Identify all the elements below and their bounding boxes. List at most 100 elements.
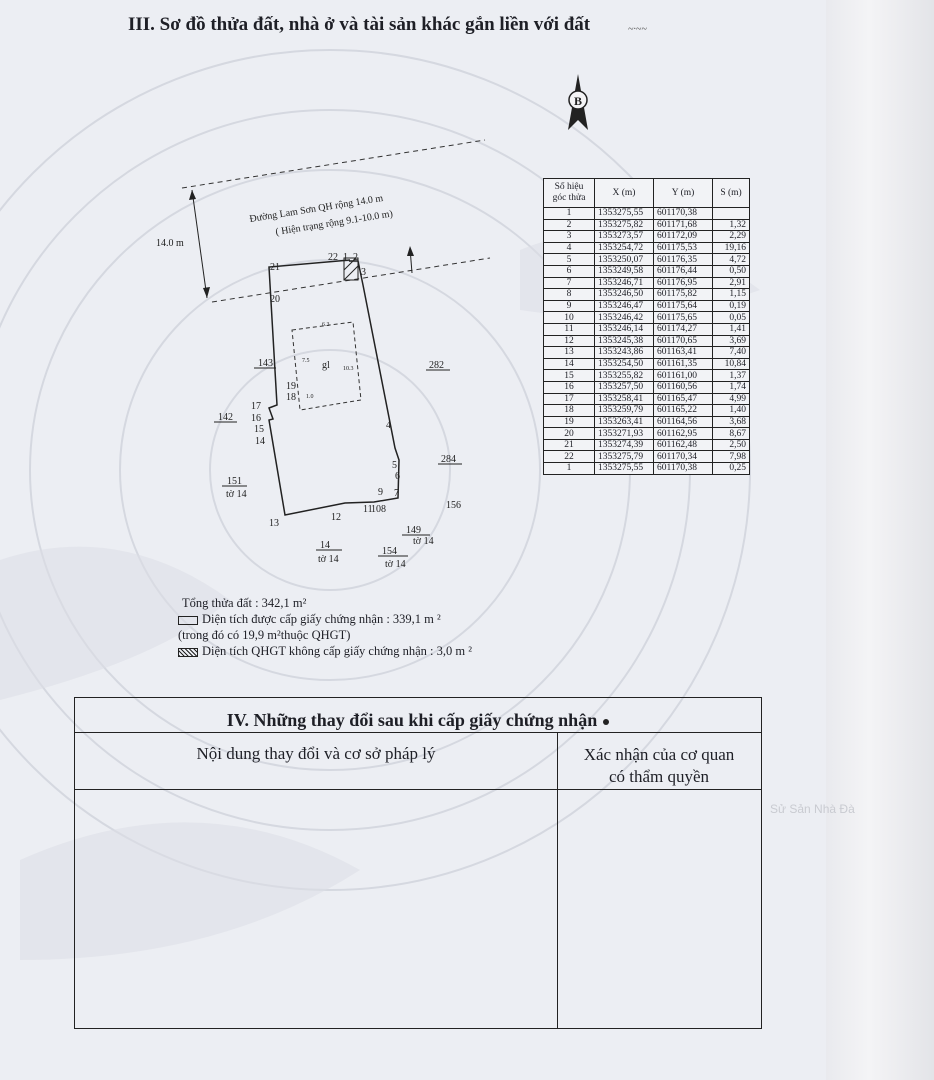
cell-x: 1353250,07 xyxy=(594,253,654,266)
cell-y: 601174,27 xyxy=(653,322,713,336)
cell-s: 1,40 xyxy=(712,404,750,417)
cell-point: 18 xyxy=(543,404,595,417)
point-3-label: 3 xyxy=(361,267,366,278)
point-18-label: 18 xyxy=(286,392,296,403)
cell-x: 1353254,50 xyxy=(594,357,654,371)
point-8-label: 8 xyxy=(381,504,386,515)
point-16-label: 16 xyxy=(251,413,261,424)
cell-s: 8,67 xyxy=(712,427,750,440)
section4-title: IV. Những thay đổi sau khi cấp giấy chứn… xyxy=(75,710,761,731)
certified-swatch xyxy=(178,615,198,625)
authority-confirmation-header: Xác nhận của cơ quan có thẩm quyền xyxy=(557,744,761,788)
cell-point: 12 xyxy=(543,334,595,348)
cell-y: 601175,65 xyxy=(653,311,713,324)
house-label: gl xyxy=(322,360,330,371)
cell-s: 4,99 xyxy=(712,392,750,406)
point-4-label: 4 xyxy=(386,420,391,431)
cell-y: 601165,47 xyxy=(653,392,713,406)
cell-y: 601164,56 xyxy=(653,415,713,429)
cell-y: 601162,48 xyxy=(653,438,713,452)
header-x: X (m) xyxy=(594,178,654,208)
cell-x: 1353271,93 xyxy=(594,427,654,440)
cell-x: 1353259,79 xyxy=(594,404,654,417)
point-11-label: 11 xyxy=(363,504,373,515)
point-14-label: 14 xyxy=(255,436,265,447)
top-stamp: ~·~~ xyxy=(628,24,647,35)
certified-area-text: Diện tích được cấp giấy chứng nhận : 339… xyxy=(202,612,441,626)
section3-title: III. Sơ đồ thửa đất, nhà ở và tài sản kh… xyxy=(128,14,591,35)
dim-63: 6.3 xyxy=(322,322,330,328)
cell-y: 601175,82 xyxy=(653,288,713,301)
cell-x: 1353245,38 xyxy=(594,334,654,348)
column-divider xyxy=(557,732,558,1028)
cell-x: 1353246,14 xyxy=(594,322,654,336)
cell-point: 20 xyxy=(543,427,595,440)
cell-y: 601165,22 xyxy=(653,404,713,417)
dim-103: 10.3 xyxy=(343,366,354,372)
cell-s: 0,50 xyxy=(712,264,750,278)
point-22-label: 22 xyxy=(328,252,338,263)
cell-s xyxy=(712,207,750,220)
cell-x: 1353249,58 xyxy=(594,264,654,278)
point-12-label: 12 xyxy=(331,512,341,523)
cell-y: 601172,09 xyxy=(653,230,713,243)
header-y: Y (m) xyxy=(653,178,713,208)
neighbor-284: 284 xyxy=(441,454,456,465)
cell-point: 1 xyxy=(543,462,595,475)
changes-content-header: Nội dung thay đổi và cơ sở pháp lý xyxy=(196,744,436,763)
cell-y: 601175,64 xyxy=(653,299,713,313)
cell-y: 601162,95 xyxy=(653,427,713,440)
cell-x: 1353275,55 xyxy=(594,462,654,475)
cell-point: 16 xyxy=(543,380,595,394)
cell-x: 1353275,55 xyxy=(594,207,654,220)
cell-point: 14 xyxy=(543,357,595,371)
point-19-label: 19 xyxy=(286,381,296,392)
cell-x: 1353263,41 xyxy=(594,415,654,429)
point-1-label: 1 xyxy=(343,252,348,263)
cell-y: 601170,65 xyxy=(653,334,713,348)
cell-y: 601176,95 xyxy=(653,276,713,290)
cell-x: 1353246,71 xyxy=(594,276,654,290)
neighbor-149-sheet: tờ 14 xyxy=(413,536,434,547)
cell-s: 3,68 xyxy=(712,415,750,429)
cell-y: 601170,38 xyxy=(653,207,713,220)
not-certified-area-text: Diện tích QHGT không cấp giấy chứng nhận… xyxy=(202,644,472,658)
point-17-label: 17 xyxy=(251,401,261,412)
road-width-label: 14.0 m xyxy=(156,238,184,249)
cell-y: 601163,41 xyxy=(653,346,713,359)
neighbor-143: 143 xyxy=(258,358,273,369)
north-label: B xyxy=(574,94,582,108)
neighbor-282: 282 xyxy=(429,360,444,371)
cell-x: 1353275,79 xyxy=(594,450,654,464)
cell-point: 15 xyxy=(543,369,595,382)
hatch-swatch xyxy=(178,647,198,657)
cell-point: 4 xyxy=(543,241,595,255)
point-21-label: 21 xyxy=(270,262,280,273)
cell-y: 601170,34 xyxy=(653,450,713,464)
cell-point: 2 xyxy=(543,218,595,232)
cell-point: 17 xyxy=(543,392,595,406)
point-7-label: 7 xyxy=(394,488,399,499)
point-5-label: 5 xyxy=(392,460,397,471)
certified-area: Diện tích được cấp giấy chứng nhận : 339… xyxy=(178,612,441,627)
cell-s: 0,25 xyxy=(712,462,750,475)
cell-s: 1,32 xyxy=(712,218,750,232)
cell-x: 1353243,86 xyxy=(594,346,654,359)
neighbor-154: 154 xyxy=(382,546,397,557)
cell-y: 601160,56 xyxy=(653,380,713,394)
cell-s: 0,05 xyxy=(712,311,750,324)
